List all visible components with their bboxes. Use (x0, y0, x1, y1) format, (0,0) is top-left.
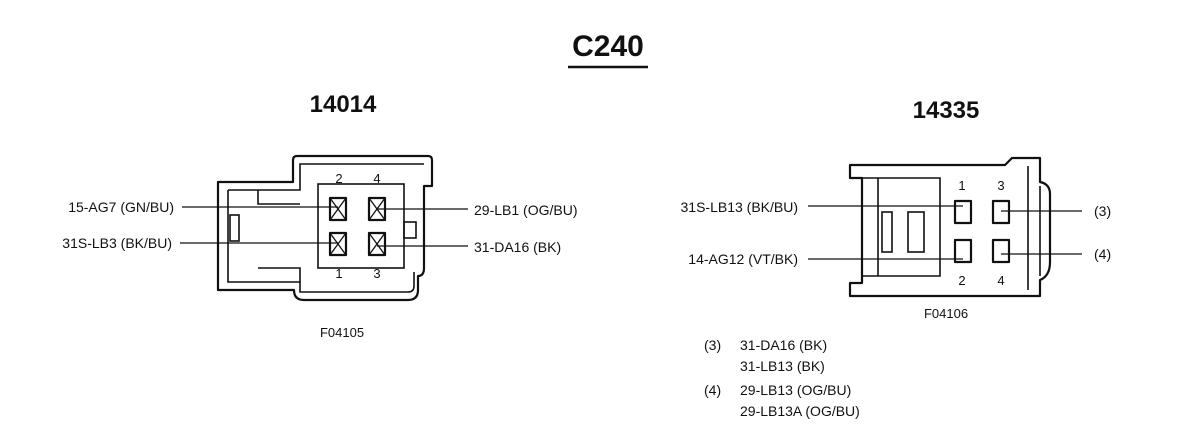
right-pin-2-wire-label: 14-AG12 (VT/BK) (688, 251, 798, 267)
left-pin-2-number: 2 (335, 171, 342, 186)
note-3-line-2: 31-LB13 (BK) (740, 358, 825, 374)
right-pin-3-number: 3 (997, 178, 1004, 193)
note-4-line-2: 29-LB13A (OG/BU) (740, 403, 860, 419)
left-pin-4-wire-label: 29-LB1 (OG/BU) (474, 202, 577, 218)
right-pin-3-terminal (991, 199, 1011, 225)
left-pin-1-terminal (328, 231, 348, 257)
left-pin-2-terminal (328, 196, 348, 222)
right-pin-3-wire-label: (3) (1094, 203, 1111, 219)
right-connector: 14335 1 3 2 4 31S-LB13 (BK/BU) (681, 97, 1112, 321)
left-connector-body (216, 154, 434, 302)
left-figure-code: F04105 (320, 325, 364, 340)
right-pin-4-number: 4 (997, 273, 1004, 288)
right-figure-code: F04106 (924, 306, 968, 321)
right-pin-1-wire-label: 31S-LB13 (BK/BU) (681, 199, 799, 215)
left-pin-1-wire-label: 31S-LB3 (BK/BU) (62, 235, 172, 251)
note-4-line-1: 29-LB13 (OG/BU) (740, 382, 851, 398)
left-connector-part-number: 14014 (310, 91, 377, 118)
diagram-title: C240 (572, 30, 644, 63)
left-pin-1-number: 1 (335, 266, 342, 281)
footnotes: (3) 31-DA16 (BK) 31-LB13 (BK) (4) 29-LB1… (704, 337, 860, 419)
right-connector-body (848, 156, 1052, 298)
left-connector: 14014 (62, 91, 577, 340)
right-connector-part-number: 14335 (913, 97, 980, 124)
right-pin-4-wire-label: (4) (1094, 246, 1111, 262)
right-pin-2-number: 2 (958, 273, 965, 288)
right-pin-2-terminal (953, 238, 973, 264)
left-pin-2-wire-label: 15-AG7 (GN/BU) (68, 199, 174, 215)
right-pin-4-terminal (991, 238, 1011, 264)
left-pin-3-number: 3 (373, 266, 380, 281)
note-4-ref: (4) (704, 382, 721, 398)
note-3-ref: (3) (704, 337, 721, 353)
right-pin-1-number: 1 (958, 178, 965, 193)
left-pin-4-number: 4 (373, 171, 380, 186)
left-pin-3-wire-label: 31-DA16 (BK) (474, 239, 561, 255)
note-3-line-1: 31-DA16 (BK) (740, 337, 827, 353)
right-pin-1-terminal (953, 199, 973, 225)
left-pin-3-terminal (367, 231, 387, 257)
